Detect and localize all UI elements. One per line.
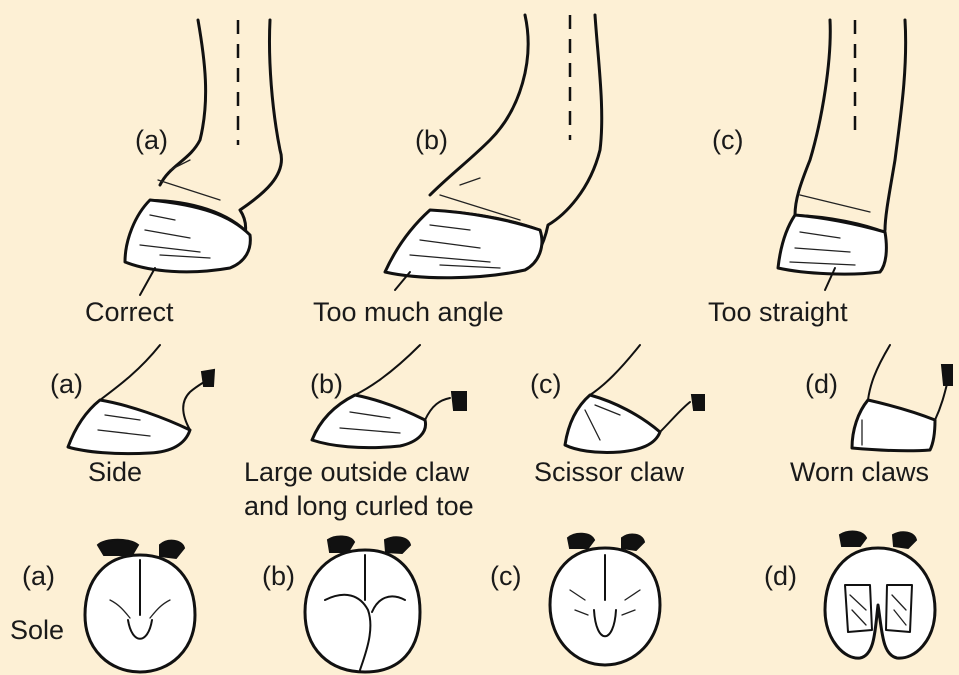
- row3-tag-d: (d): [764, 560, 797, 592]
- claw-scissor-drawing: [565, 345, 704, 453]
- row3-side-label-sole: Sole: [10, 614, 64, 646]
- row1-caption-too-straight: Too straight: [708, 296, 848, 328]
- hoof-correct-drawing: [125, 20, 281, 295]
- claw-side-drawing: [68, 345, 214, 454]
- sole-a-drawing: [85, 540, 195, 672]
- hoof-too-straight-drawing: [778, 20, 906, 290]
- row3-tag-c: (c): [490, 560, 521, 592]
- row2-tag-d: (d): [805, 368, 838, 400]
- row3-tag-b: (b): [262, 560, 295, 592]
- row1-tag-b: (b): [415, 124, 448, 156]
- row1-caption-too-much-angle: Too much angle: [313, 296, 504, 328]
- row2-tag-b: (b): [310, 368, 343, 400]
- row2-tag-c: (c): [530, 368, 561, 400]
- sole-d-drawing: [825, 532, 935, 659]
- sole-c-drawing: [550, 534, 660, 665]
- row2-caption-large-outside-claw-line2: and long curled toe: [244, 490, 474, 522]
- claw-worn-drawing: [852, 345, 952, 451]
- row1-tag-c: (c): [712, 124, 743, 156]
- row2-caption-worn-claws: Worn claws: [790, 456, 929, 488]
- row2-tag-a: (a): [50, 368, 83, 400]
- row1-tag-a: (a): [135, 124, 168, 156]
- row3-tag-a: (a): [22, 560, 55, 592]
- row2-caption-side: Side: [88, 456, 142, 488]
- sole-b-drawing: [305, 536, 420, 672]
- row2-caption-large-outside-claw-line1: Large outside claw: [244, 456, 469, 488]
- row1-caption-correct: Correct: [85, 296, 174, 328]
- row2-caption-scissor-claw: Scissor claw: [534, 456, 684, 488]
